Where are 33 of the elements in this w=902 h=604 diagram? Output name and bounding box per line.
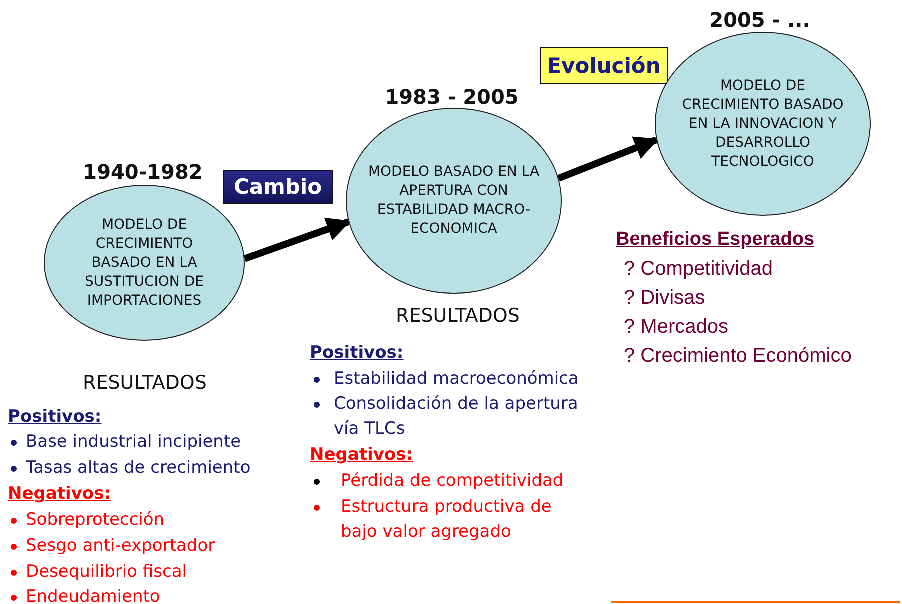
tag-label: Cambio	[234, 175, 322, 199]
node-text: MODELO DE CRECIMIENTO BASADO EN LA INNOVACION Y DESARROLLO TECNOLOGICO	[681, 76, 845, 172]
results-heading: RESULTADOS	[395, 304, 521, 328]
benefits-heading: Beneficios Esperados	[616, 228, 816, 252]
tag-label: Evolución	[547, 54, 661, 78]
year-range: 1983 - 2005	[384, 85, 520, 109]
year-range: 2005 - ...	[708, 8, 812, 32]
node-text: MODELO BASADO EN LA APERTURA CON ESTABILIDAD MACRO- ECONOMICA	[367, 163, 541, 239]
tag-box	[540, 47, 668, 84]
negatives-heading: Negativos:	[8, 483, 112, 506]
list-item: ? Divisas	[624, 286, 706, 311]
positives-heading: Positivos:	[8, 406, 103, 429]
list-item: ? Crecimiento Económico	[624, 344, 853, 369]
arrow	[244, 218, 352, 262]
list-item: Desequilibrio fiscal	[26, 561, 188, 584]
negatives-heading: Negativos:	[310, 444, 414, 467]
list-item: Consolidación de la apertura vía TLCs	[334, 393, 580, 441]
arrow	[558, 136, 659, 182]
list-item: Estructura productiva de bajo valor agregado	[341, 496, 553, 544]
list-item: Pérdida de competitividad	[341, 470, 565, 493]
positives-heading: Positivos:	[310, 342, 405, 365]
list-item: Sobreprotección	[26, 509, 166, 532]
list-item: Tasas altas de crecimiento	[26, 457, 252, 480]
list-item: Base industrial incipiente	[26, 431, 242, 454]
list-item: Endeudamiento	[26, 586, 162, 604]
list-item: Sesgo anti-exportador	[26, 535, 216, 558]
list-item: Estabilidad macroeconómica	[334, 368, 580, 391]
list-item: ? Competitividad	[624, 257, 774, 282]
tag-box	[223, 170, 333, 204]
node-text: MODELO DE CRECIMIENTO BASADO EN LA SUSTITUCION DE IMPORTACIONES	[84, 216, 205, 310]
list-item: ? Mercados	[624, 315, 730, 340]
results-heading: RESULTADOS	[82, 371, 208, 395]
year-range: 1940-1982	[82, 160, 204, 184]
